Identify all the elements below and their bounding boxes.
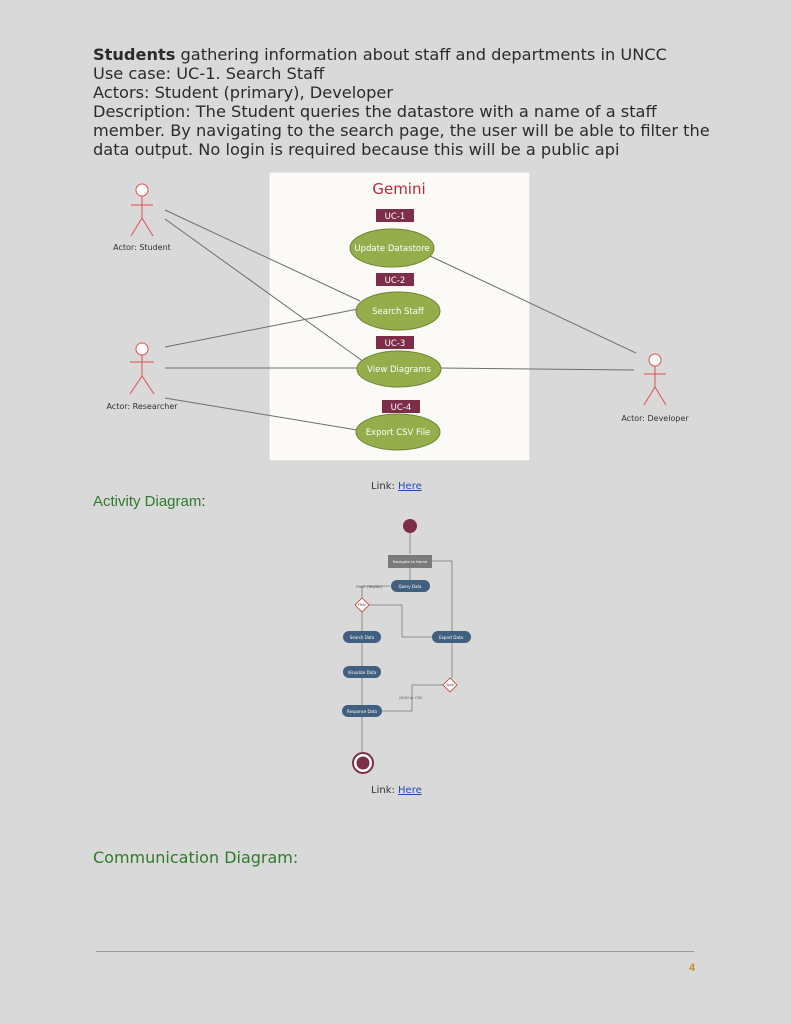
actor-developer-figure <box>643 353 667 406</box>
comm-heading-colon: : <box>292 848 299 867</box>
use-case-line: Use case: UC-1. Search Staff <box>93 64 325 83</box>
description-text: Description: The Student queries the dat… <box>93 102 710 159</box>
assoc-researcher-export <box>164 397 358 431</box>
uc1-label: Update Datastore <box>354 244 429 254</box>
footer-divider <box>96 951 694 952</box>
uc3-tag-box <box>376 336 414 349</box>
page-number: 4 <box>689 962 696 974</box>
communication-diagram-heading: Communication Diagram: <box>93 848 298 867</box>
response-label: Response Data <box>347 709 378 714</box>
activity-link: Link: Here <box>371 785 422 796</box>
activity-final-node-inner <box>356 756 370 770</box>
type-decision-label: Type <box>445 683 453 687</box>
assoc-researcher-search <box>164 308 359 348</box>
activity-link-here[interactable]: Here <box>398 785 422 796</box>
activity-link-label: Link: <box>371 785 399 796</box>
uc3-label: View Diagrams <box>367 365 431 375</box>
actors-line: Actors: Student (primary), Developer <box>93 83 394 102</box>
filter-guard-label: Filter (Yes/No) <box>356 584 383 589</box>
uc1-tag-box <box>376 209 414 222</box>
filter-decision <box>354 597 370 613</box>
actor-researcher-label: Actor: Researcher <box>106 402 178 411</box>
visualize-node <box>343 666 381 678</box>
intro-line1-rest: gathering information about staff and de… <box>175 45 667 64</box>
activity-initial-node <box>403 519 417 533</box>
actor-researcher-figure <box>129 342 155 395</box>
uc2-tag: UC-2 <box>385 276 406 286</box>
uc3-ellipse <box>356 350 442 388</box>
use-case-link: Link: Here <box>371 481 422 492</box>
export-node <box>432 631 471 643</box>
actor-student-figure <box>130 183 154 237</box>
filter-decision-label: Filter <box>358 603 367 607</box>
query-label: Query Data <box>399 584 423 589</box>
uc3-tag: UC-3 <box>385 339 406 349</box>
query-node <box>391 580 430 592</box>
assoc-student-view <box>164 218 365 363</box>
association-lines <box>164 209 637 431</box>
visualize-label: Visualize Data <box>348 670 377 675</box>
activity-diagram: Navigate to Home Filter (Yes/No) Query D… <box>342 519 471 774</box>
navigate-node <box>388 555 432 568</box>
activity-heading-colon: : <box>201 493 206 510</box>
uc2-label: Search Staff <box>372 307 425 317</box>
uc4-label: Export CSV File <box>366 428 431 438</box>
activity-flows <box>361 533 453 752</box>
uc4-ellipse <box>355 413 441 451</box>
type-decision <box>442 677 458 693</box>
assoc-view-developer <box>440 367 635 371</box>
intro-line1-bold: Students <box>93 45 176 64</box>
uc1-ellipse <box>349 228 435 268</box>
export-label: Export Data <box>439 635 463 640</box>
intro-line1: Students gathering information about sta… <box>93 45 733 64</box>
use-case-diagram: Gemini UC-1 Update Datastore UC-2 Search… <box>106 171 689 462</box>
actor-developer-label: Actor: Developer <box>621 414 689 423</box>
uc1-tag: UC-1 <box>385 212 406 222</box>
search-label: Search Data <box>350 635 375 640</box>
json-csv-label: JSON or CSV <box>398 695 423 700</box>
activity-heading-text: Activity Diagram <box>93 493 202 510</box>
assoc-student-search <box>164 209 361 302</box>
actor-student-label: Actor: Student <box>113 243 171 252</box>
uc2-ellipse <box>355 291 441 331</box>
assoc-datastore-developer <box>429 255 637 354</box>
navigate-label: Navigate to Home <box>393 559 428 564</box>
search-node <box>343 631 381 643</box>
uc2-tag-box <box>376 273 414 286</box>
activity-diagram-heading: Activity Diagram: <box>93 493 206 510</box>
system-title: Gemini <box>372 180 425 198</box>
use-case-link-label: Link: <box>371 481 399 492</box>
response-node <box>342 705 382 717</box>
comm-heading-text: Communication Diagram <box>93 848 293 867</box>
uc4-tag: UC-4 <box>391 403 412 413</box>
uc4-tag-box <box>382 400 420 413</box>
use-case-link-here[interactable]: Here <box>398 481 422 492</box>
intro-text: Students gathering information about sta… <box>93 45 733 159</box>
